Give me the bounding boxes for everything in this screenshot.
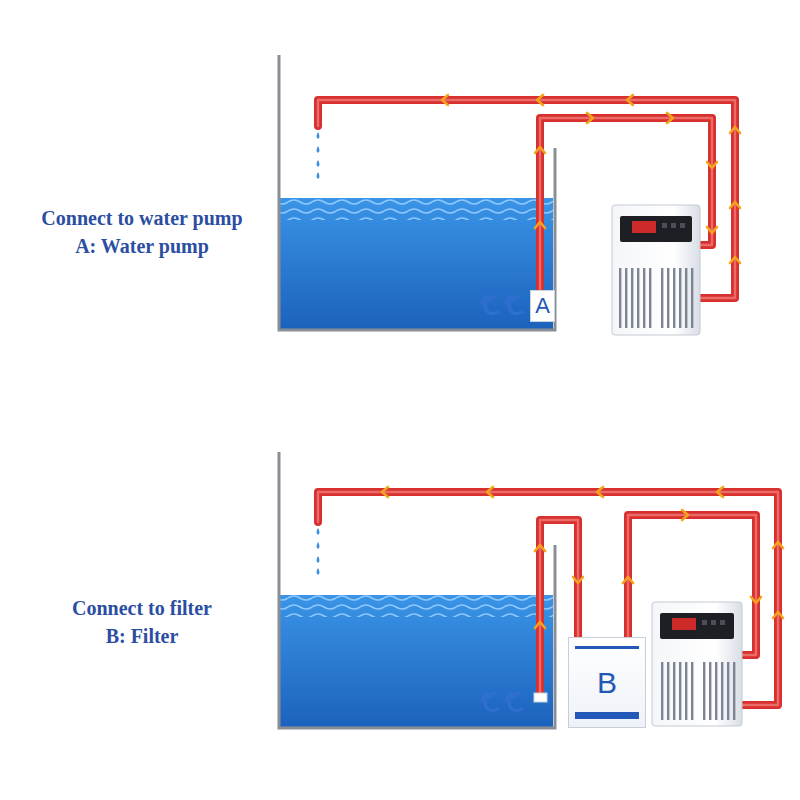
flow-chevron xyxy=(623,577,633,583)
filter-box: B xyxy=(568,637,646,728)
vent-grille xyxy=(700,662,736,720)
flow-chevron xyxy=(535,147,545,153)
waves xyxy=(280,595,553,617)
chiller-bottom xyxy=(652,602,742,726)
flow-chevron xyxy=(587,113,593,123)
pipe-inlet xyxy=(534,693,547,702)
chiller-display xyxy=(660,613,734,639)
panel-heading: Connect to filter xyxy=(0,596,284,620)
flow-chevron xyxy=(597,487,603,497)
chiller-body xyxy=(612,205,700,335)
flow-chevron xyxy=(667,113,673,123)
flow-arrows xyxy=(382,95,783,628)
vent-grille xyxy=(660,268,694,328)
display-digits xyxy=(672,618,696,630)
display-digits xyxy=(632,221,656,233)
filter-band xyxy=(575,646,639,649)
node-letter: A xyxy=(535,294,550,318)
chiller-top xyxy=(612,205,700,335)
pipes xyxy=(318,100,778,705)
part-label: B: Filter xyxy=(0,624,284,648)
filter-band xyxy=(575,712,639,719)
node-letter: B xyxy=(597,666,617,700)
flow-chevron xyxy=(751,597,761,603)
flow-chevron xyxy=(730,257,740,263)
flow-chevron xyxy=(627,95,633,105)
chiller-body xyxy=(652,602,742,726)
flow-chevron xyxy=(707,162,717,168)
swirl-arrows xyxy=(482,296,522,711)
vent-grille xyxy=(658,662,694,720)
flow-chevron xyxy=(682,510,688,520)
flow-chevron xyxy=(487,487,493,497)
water xyxy=(280,595,553,727)
flow-chevron xyxy=(537,95,543,105)
flow-chevron xyxy=(573,577,583,583)
flow-chevron xyxy=(442,95,448,105)
flow-chevron xyxy=(707,227,717,233)
flow-chevron xyxy=(535,622,545,628)
panel-heading: Connect to water pump xyxy=(0,206,284,230)
flow-chevron xyxy=(717,487,723,497)
flow-chevron xyxy=(730,202,740,208)
flow-chevron xyxy=(773,612,783,618)
flow-chevron xyxy=(535,545,545,551)
vent-grille xyxy=(618,268,654,328)
flow-chevron xyxy=(730,127,740,133)
flow-chevron xyxy=(382,487,388,497)
flow-chevron xyxy=(535,222,545,228)
chiller-display xyxy=(620,216,692,242)
waves xyxy=(280,198,553,220)
water xyxy=(280,198,553,329)
part-label: A: Water pump xyxy=(0,234,284,258)
water-pump: A xyxy=(530,290,555,322)
flow-chevron xyxy=(773,542,783,548)
